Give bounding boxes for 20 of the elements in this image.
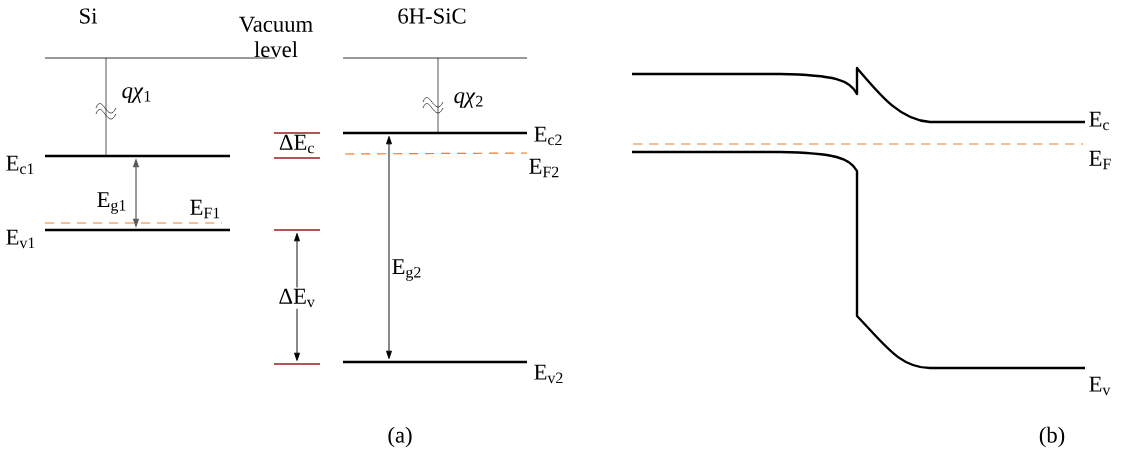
level-label: Vacuum level (239, 16, 313, 58)
material-label: Si (80, 8, 98, 24)
level-label: E$_{F}$ (1089, 150, 1111, 170)
level-label: E$_{F1}$ (190, 199, 220, 219)
gap-label: E$_{g2}$ (392, 259, 421, 281)
offset-label: ΔE$_{c}$ (279, 134, 314, 154)
level-label: E$_{v}$ (1089, 376, 1111, 396)
level-label: E$_{c1}$ (6, 155, 34, 175)
affinity-label: qχ$_{1}$ (122, 87, 151, 103)
panel-label: (b) (1039, 426, 1065, 448)
level-label: E$_{F2}$ (529, 158, 559, 178)
level-label: E$_{v2}$ (534, 364, 563, 384)
gap-label: E$_{g1}$ (97, 192, 126, 214)
affinity-label: qχ$_{2}$ (454, 92, 483, 108)
level-label: E$_{c}$ (1089, 111, 1109, 131)
offset-label: ΔE$_{v}$ (277, 287, 317, 309)
level-label: E$_{v1}$ (6, 229, 35, 249)
level-label: E$_{c2}$ (534, 126, 562, 146)
material-label: 6H-SiC (398, 8, 466, 24)
panel-label: (a) (388, 426, 412, 448)
